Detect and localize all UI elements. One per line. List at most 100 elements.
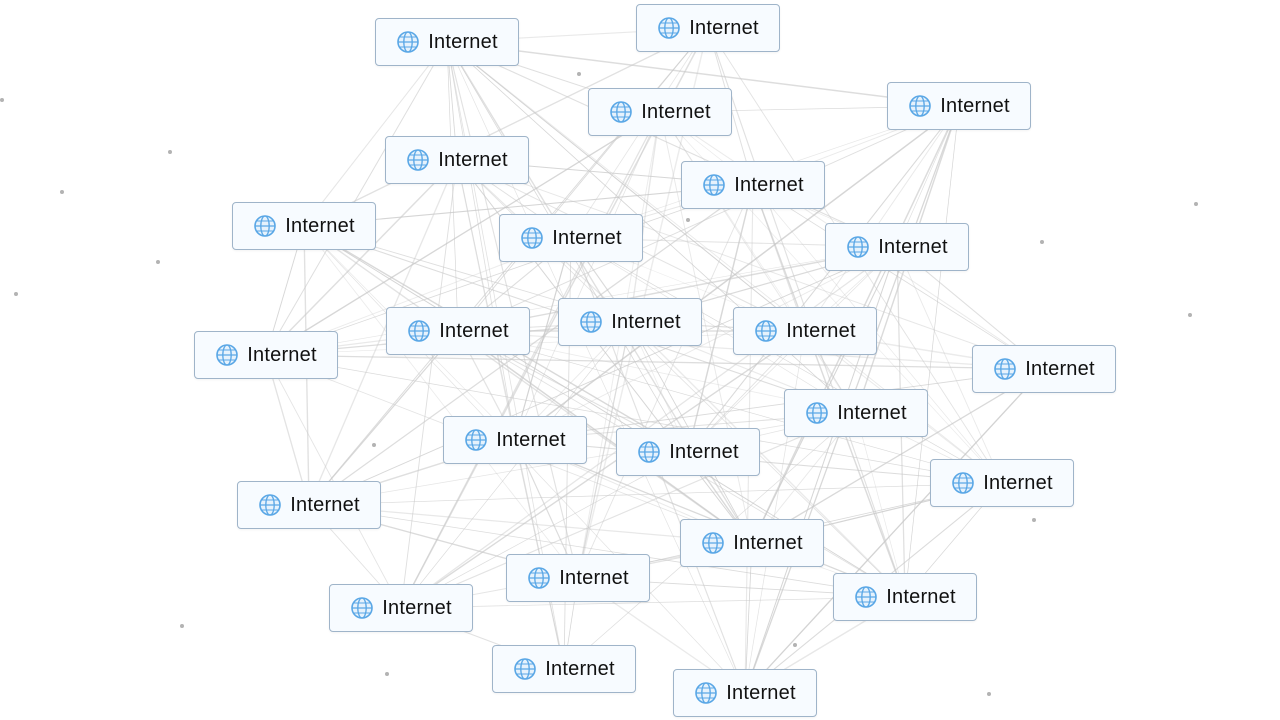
internet-node[interactable]: Internet	[825, 223, 969, 271]
globe-icon	[350, 596, 374, 620]
connection-edge	[570, 237, 857, 414]
node-label: Internet	[726, 681, 796, 704]
connection-edge	[308, 482, 1003, 506]
background-dot	[14, 292, 18, 296]
connection-edge	[446, 41, 960, 107]
globe-icon	[637, 440, 661, 464]
node-label: Internet	[428, 30, 498, 53]
node-label: Internet	[439, 319, 509, 342]
background-dot	[156, 260, 160, 264]
connection-edge	[457, 330, 1003, 484]
node-label: Internet	[438, 148, 508, 171]
connection-edge	[303, 184, 754, 227]
background-dot	[168, 150, 172, 154]
connection-edge	[514, 439, 906, 598]
globe-icon	[520, 226, 544, 250]
node-label: Internet	[290, 493, 360, 516]
connection-edge	[308, 184, 754, 506]
globe-icon	[993, 357, 1017, 381]
connection-edge	[265, 330, 806, 356]
globe-icon	[854, 585, 878, 609]
connection-edge	[514, 237, 572, 441]
internet-node[interactable]: Internet	[558, 298, 702, 346]
connection-edge	[265, 41, 448, 356]
internet-node[interactable]: Internet	[499, 214, 643, 262]
connection-edge	[400, 412, 857, 609]
background-dot	[60, 190, 64, 194]
internet-node[interactable]: Internet	[506, 554, 650, 602]
internet-node[interactable]: Internet	[680, 519, 824, 567]
connection-edge	[629, 321, 906, 598]
connection-edge	[904, 105, 960, 598]
connection-edge	[400, 451, 689, 609]
internet-node[interactable]: Internet	[232, 202, 376, 250]
globe-icon	[396, 30, 420, 54]
connection-edge	[457, 330, 753, 544]
connection-edge	[577, 321, 631, 579]
globe-icon	[258, 493, 282, 517]
internet-node[interactable]: Internet	[972, 345, 1116, 393]
internet-node[interactable]: Internet	[784, 389, 928, 437]
internet-node[interactable]: Internet	[681, 161, 825, 209]
connection-edge	[308, 504, 753, 544]
internet-node[interactable]: Internet	[443, 416, 587, 464]
background-dot	[686, 218, 690, 222]
connection-edge	[400, 159, 458, 609]
internet-node[interactable]: Internet	[930, 459, 1074, 507]
background-dot	[577, 72, 581, 76]
connection-edge	[446, 41, 459, 332]
internet-node[interactable]: Internet	[492, 645, 636, 693]
background-dot	[0, 98, 4, 102]
background-dot	[1188, 313, 1192, 317]
internet-node[interactable]: Internet	[673, 669, 817, 717]
connection-edge	[855, 412, 906, 598]
internet-node[interactable]: Internet	[385, 136, 529, 184]
node-label: Internet	[886, 585, 956, 608]
internet-node[interactable]: Internet	[194, 331, 338, 379]
globe-icon	[407, 319, 431, 343]
connection-edge	[400, 330, 806, 609]
globe-icon	[527, 566, 551, 590]
connection-edge	[456, 159, 1045, 370]
background-dot	[1040, 240, 1044, 244]
connection-edge	[752, 184, 1045, 370]
background-dot	[385, 672, 389, 676]
globe-icon	[805, 401, 829, 425]
connection-edge	[629, 111, 661, 323]
background-dot	[793, 643, 797, 647]
connection-edge	[265, 111, 661, 356]
connection-edge	[514, 246, 898, 441]
connection-edge	[752, 184, 1003, 484]
internet-node[interactable]: Internet	[386, 307, 530, 355]
connection-edge	[308, 159, 458, 506]
internet-node[interactable]: Internet	[237, 481, 381, 529]
globe-icon	[846, 235, 870, 259]
connection-edge	[751, 368, 1045, 544]
internet-node[interactable]: Internet	[887, 82, 1031, 130]
internet-node[interactable]: Internet	[375, 18, 519, 66]
connection-edge	[446, 41, 898, 248]
internet-node[interactable]: Internet	[733, 307, 877, 355]
globe-icon	[754, 319, 778, 343]
background-dot	[987, 692, 991, 696]
internet-node[interactable]: Internet	[833, 573, 977, 621]
node-label: Internet	[837, 401, 907, 424]
internet-node[interactable]: Internet	[588, 88, 732, 136]
connection-edge	[804, 105, 960, 332]
node-label: Internet	[689, 16, 759, 39]
globe-icon	[579, 310, 603, 334]
node-label: Internet	[786, 319, 856, 342]
internet-node[interactable]: Internet	[636, 4, 780, 52]
connection-edge	[514, 105, 960, 441]
node-label: Internet	[285, 214, 355, 237]
connection-edge	[687, 184, 754, 453]
node-label: Internet	[545, 657, 615, 680]
connection-edge	[265, 159, 458, 356]
internet-node[interactable]: Internet	[616, 428, 760, 476]
node-label: Internet	[382, 596, 452, 619]
node-label: Internet	[733, 531, 803, 554]
connection-edge	[457, 105, 960, 332]
connection-edge	[308, 330, 459, 506]
globe-icon	[951, 471, 975, 495]
internet-node[interactable]: Internet	[329, 584, 473, 632]
